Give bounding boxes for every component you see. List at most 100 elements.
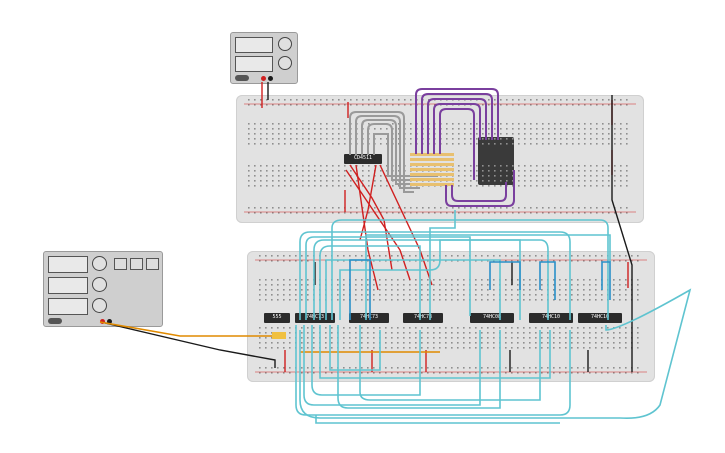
breadboard-hole[interactable] bbox=[260, 138, 262, 140]
breadboard-hole[interactable] bbox=[578, 165, 580, 167]
breadboard-hole[interactable] bbox=[338, 128, 340, 130]
breadboard-hole[interactable] bbox=[583, 372, 585, 374]
breadboard-hole[interactable] bbox=[254, 170, 256, 172]
breadboard-hole[interactable] bbox=[589, 332, 591, 334]
breadboard-hole[interactable] bbox=[601, 327, 603, 329]
breadboard-hole[interactable] bbox=[428, 207, 430, 209]
breadboard-hole[interactable] bbox=[283, 260, 285, 262]
breadboard-hole[interactable] bbox=[589, 337, 591, 339]
breadboard-hole[interactable] bbox=[536, 170, 538, 172]
breadboard-hole[interactable] bbox=[379, 284, 381, 286]
breadboard-hole[interactable] bbox=[391, 372, 393, 374]
breadboard-hole[interactable] bbox=[415, 294, 417, 296]
breadboard-hole[interactable] bbox=[463, 337, 465, 339]
breadboard-hole[interactable] bbox=[295, 294, 297, 296]
breadboard-hole[interactable] bbox=[277, 284, 279, 286]
breadboard-hole[interactable] bbox=[409, 342, 411, 344]
breadboard-hole[interactable] bbox=[326, 185, 328, 187]
breadboard-hole[interactable] bbox=[494, 99, 496, 101]
breadboard-hole[interactable] bbox=[367, 294, 369, 296]
breadboard-hole[interactable] bbox=[584, 123, 586, 125]
breadboard-hole[interactable] bbox=[367, 327, 369, 329]
breadboard-hole[interactable] bbox=[523, 347, 525, 349]
breadboard-hole[interactable] bbox=[289, 284, 291, 286]
breadboard-hole[interactable] bbox=[488, 207, 490, 209]
breadboard-hole[interactable] bbox=[481, 284, 483, 286]
breadboard-hole[interactable] bbox=[314, 99, 316, 101]
breadboard-hole[interactable] bbox=[445, 347, 447, 349]
breadboard-hole[interactable] bbox=[608, 170, 610, 172]
breadboard-hole[interactable] bbox=[307, 367, 309, 369]
breadboard-hole[interactable] bbox=[511, 337, 513, 339]
breadboard-hole[interactable] bbox=[626, 212, 628, 214]
breadboard-hole[interactable] bbox=[289, 327, 291, 329]
breadboard-hole[interactable] bbox=[590, 123, 592, 125]
breadboard-hole[interactable] bbox=[355, 332, 357, 334]
breadboard-hole[interactable] bbox=[260, 207, 262, 209]
breadboard-hole[interactable] bbox=[523, 279, 525, 281]
breadboard-hole[interactable] bbox=[590, 165, 592, 167]
breadboard-hole[interactable] bbox=[373, 327, 375, 329]
breadboard-hole[interactable] bbox=[374, 99, 376, 101]
breadboard-hole[interactable] bbox=[344, 133, 346, 135]
breadboard-hole[interactable] bbox=[349, 337, 351, 339]
breadboard-hole[interactable] bbox=[482, 133, 484, 135]
breadboard-hole[interactable] bbox=[397, 372, 399, 374]
breadboard-hole[interactable] bbox=[296, 207, 298, 209]
breadboard-hole[interactable] bbox=[613, 337, 615, 339]
breadboard-hole[interactable] bbox=[277, 294, 279, 296]
breadboard-hole[interactable] bbox=[560, 207, 562, 209]
breadboard-hole[interactable] bbox=[523, 342, 525, 344]
breadboard-hole[interactable] bbox=[386, 138, 388, 140]
breadboard-hole[interactable] bbox=[254, 180, 256, 182]
breadboard-hole[interactable] bbox=[457, 289, 459, 291]
breadboard-hole[interactable] bbox=[248, 212, 250, 214]
breadboard-hole[interactable] bbox=[397, 255, 399, 257]
power-supply-on-off-switch[interactable] bbox=[235, 75, 249, 81]
breadboard-hole[interactable] bbox=[572, 104, 574, 106]
breadboard-hole[interactable] bbox=[475, 347, 477, 349]
breadboard-hole[interactable] bbox=[266, 212, 268, 214]
breadboard-hole[interactable] bbox=[506, 128, 508, 130]
breadboard-hole[interactable] bbox=[457, 299, 459, 301]
breadboard-hole[interactable] bbox=[529, 332, 531, 334]
breadboard-hole[interactable] bbox=[553, 342, 555, 344]
breadboard-hole[interactable] bbox=[566, 143, 568, 145]
breadboard-hole[interactable] bbox=[469, 327, 471, 329]
breadboard-hole[interactable] bbox=[530, 123, 532, 125]
breadboard-hole[interactable] bbox=[307, 299, 309, 301]
breadboard-hole[interactable] bbox=[488, 123, 490, 125]
breadboard-hole[interactable] bbox=[308, 104, 310, 106]
breadboard-hole[interactable] bbox=[302, 99, 304, 101]
breadboard-hole[interactable] bbox=[595, 332, 597, 334]
breadboard-hole[interactable] bbox=[566, 165, 568, 167]
breadboard-hole[interactable] bbox=[404, 207, 406, 209]
breadboard-hole[interactable] bbox=[439, 299, 441, 301]
breadboard-hole[interactable] bbox=[541, 260, 543, 262]
power-supply-knob-icon[interactable] bbox=[278, 37, 292, 51]
breadboard-hole[interactable] bbox=[553, 372, 555, 374]
breadboard-hole[interactable] bbox=[296, 128, 298, 130]
breadboard-hole[interactable] bbox=[326, 99, 328, 101]
breadboard-hole[interactable] bbox=[385, 255, 387, 257]
breadboard-hole[interactable] bbox=[511, 260, 513, 262]
breadboard-hole[interactable] bbox=[391, 255, 393, 257]
breadboard-hole[interactable] bbox=[314, 180, 316, 182]
breadboard-hole[interactable] bbox=[410, 207, 412, 209]
breadboard-hole[interactable] bbox=[296, 133, 298, 135]
breadboard-hole[interactable] bbox=[326, 165, 328, 167]
breadboard-hole[interactable] bbox=[272, 175, 274, 177]
breadboard-hole[interactable] bbox=[601, 342, 603, 344]
breadboard-hole[interactable] bbox=[607, 367, 609, 369]
breadboard-hole[interactable] bbox=[476, 165, 478, 167]
breadboard-hole[interactable] bbox=[517, 299, 519, 301]
breadboard-hole[interactable] bbox=[271, 347, 273, 349]
breadboard-hole[interactable] bbox=[331, 337, 333, 339]
breadboard-hole[interactable] bbox=[398, 143, 400, 145]
breadboard-hole[interactable] bbox=[343, 332, 345, 334]
breadboard-hole[interactable] bbox=[296, 123, 298, 125]
function-generator-positive-terminal[interactable] bbox=[100, 319, 105, 324]
breadboard-hole[interactable] bbox=[265, 260, 267, 262]
breadboard-hole[interactable] bbox=[590, 104, 592, 106]
